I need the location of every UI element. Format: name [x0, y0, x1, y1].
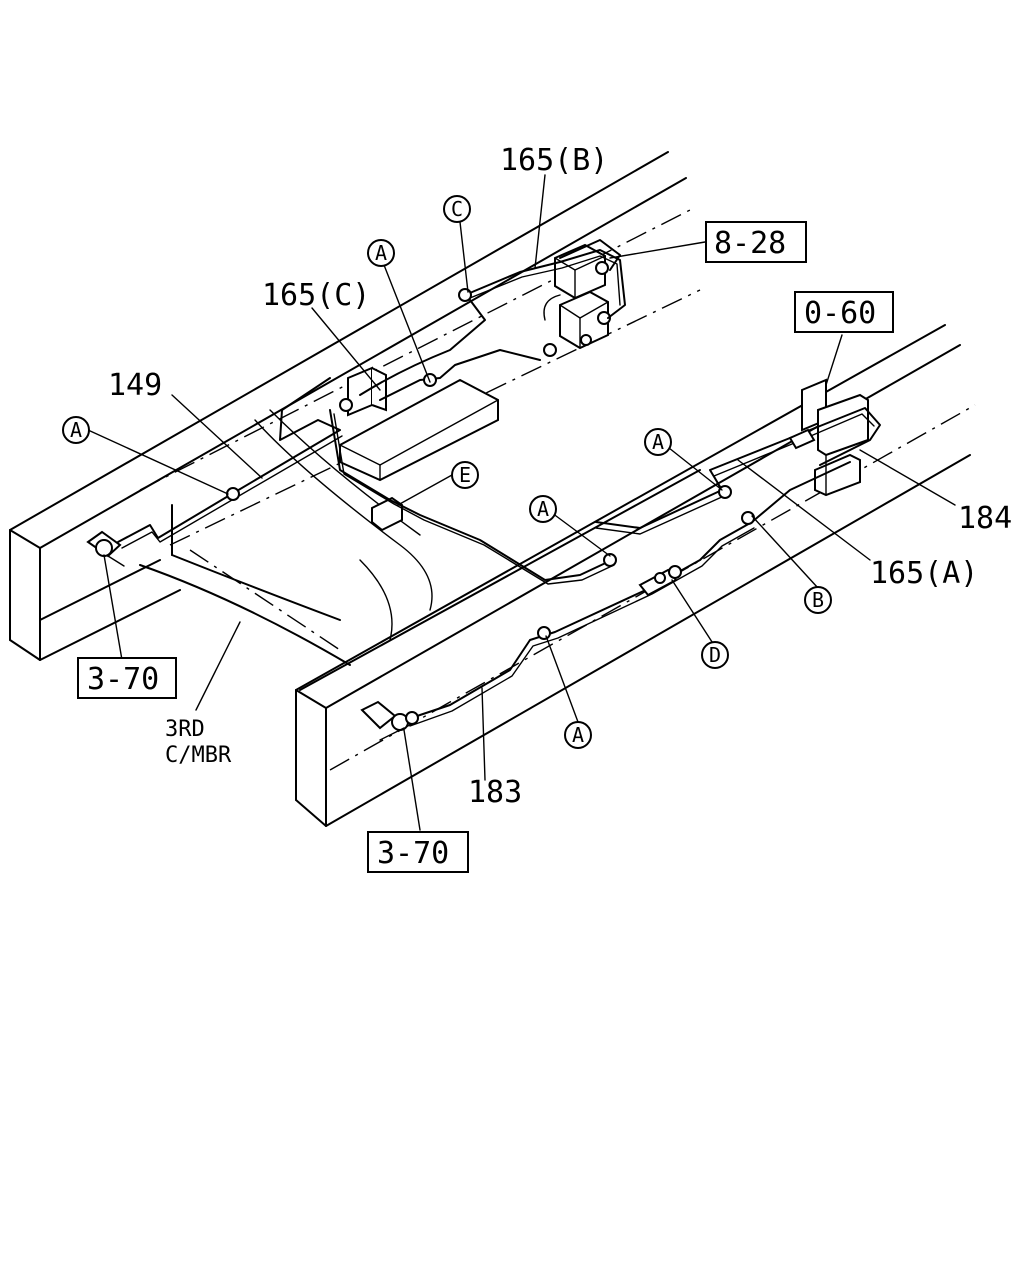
- callout-letter: D: [709, 643, 721, 667]
- ref-3-70-right: 3-70: [377, 836, 449, 871]
- brake-pipe-183: [404, 461, 851, 727]
- callout-a-upper: A: [367, 239, 395, 267]
- clip-e-bracket: [371, 496, 403, 532]
- label-165c: 165(C): [262, 278, 370, 313]
- callout-c: C: [443, 195, 471, 223]
- ref-8-28: 8-28: [714, 226, 786, 261]
- valve-assembly: [543, 243, 611, 357]
- part-number-165a: 165(A): [870, 556, 978, 591]
- part-number-149: 149: [108, 368, 162, 403]
- callout-a-middle: A: [529, 495, 557, 523]
- part-number-165b: 165(B): [500, 143, 608, 178]
- callout-a-lower: A: [564, 721, 592, 749]
- ref-3-70-left: 3-70: [87, 662, 159, 697]
- callout-letter: C: [451, 197, 463, 221]
- pipe-fittings: [86, 288, 816, 741]
- label-184: 184: [958, 501, 1012, 536]
- label-165b: 165(B): [500, 143, 608, 178]
- ref-box-8-28[interactable]: 8-28: [705, 221, 807, 263]
- ref-box-3-70-right[interactable]: 3-70: [367, 831, 469, 873]
- callout-letter: B: [812, 588, 824, 612]
- callout-letter: A: [70, 418, 82, 442]
- member-label-line2: C/MBR: [165, 743, 232, 768]
- callout-letter: A: [375, 241, 387, 265]
- ref-box-0-60[interactable]: 0-60: [794, 291, 894, 333]
- callout-b: B: [804, 586, 832, 614]
- brake-pipe-149: [117, 377, 343, 549]
- callout-a-left: A: [62, 416, 90, 444]
- label-3rd-cmbr: 3RD C/MBR: [165, 717, 232, 768]
- label-165a: 165(A): [870, 556, 978, 591]
- part-number-165c: 165(C): [262, 278, 370, 313]
- ref-0-60: 0-60: [804, 296, 876, 331]
- callout-a-right: A: [644, 428, 672, 456]
- brake-pipe-165b: [464, 239, 626, 319]
- callout-letter: A: [537, 497, 549, 521]
- brake-pipe-165c: [329, 299, 615, 585]
- callout-letter: A: [652, 430, 664, 454]
- upper-bracket-box: [339, 366, 499, 482]
- callout-letter: A: [572, 723, 584, 747]
- label-149: 149: [108, 368, 162, 403]
- member-label-line1: 3RD: [165, 717, 205, 742]
- ref-box-3-70-left[interactable]: 3-70: [77, 657, 177, 699]
- callout-letter: E: [459, 463, 471, 487]
- part-number-184: 184: [958, 501, 1012, 536]
- callout-d: D: [701, 641, 729, 669]
- part-number-183: 183: [468, 775, 522, 810]
- callout-e: E: [451, 461, 479, 489]
- leader-lines: [87, 174, 956, 831]
- label-183: 183: [468, 775, 522, 810]
